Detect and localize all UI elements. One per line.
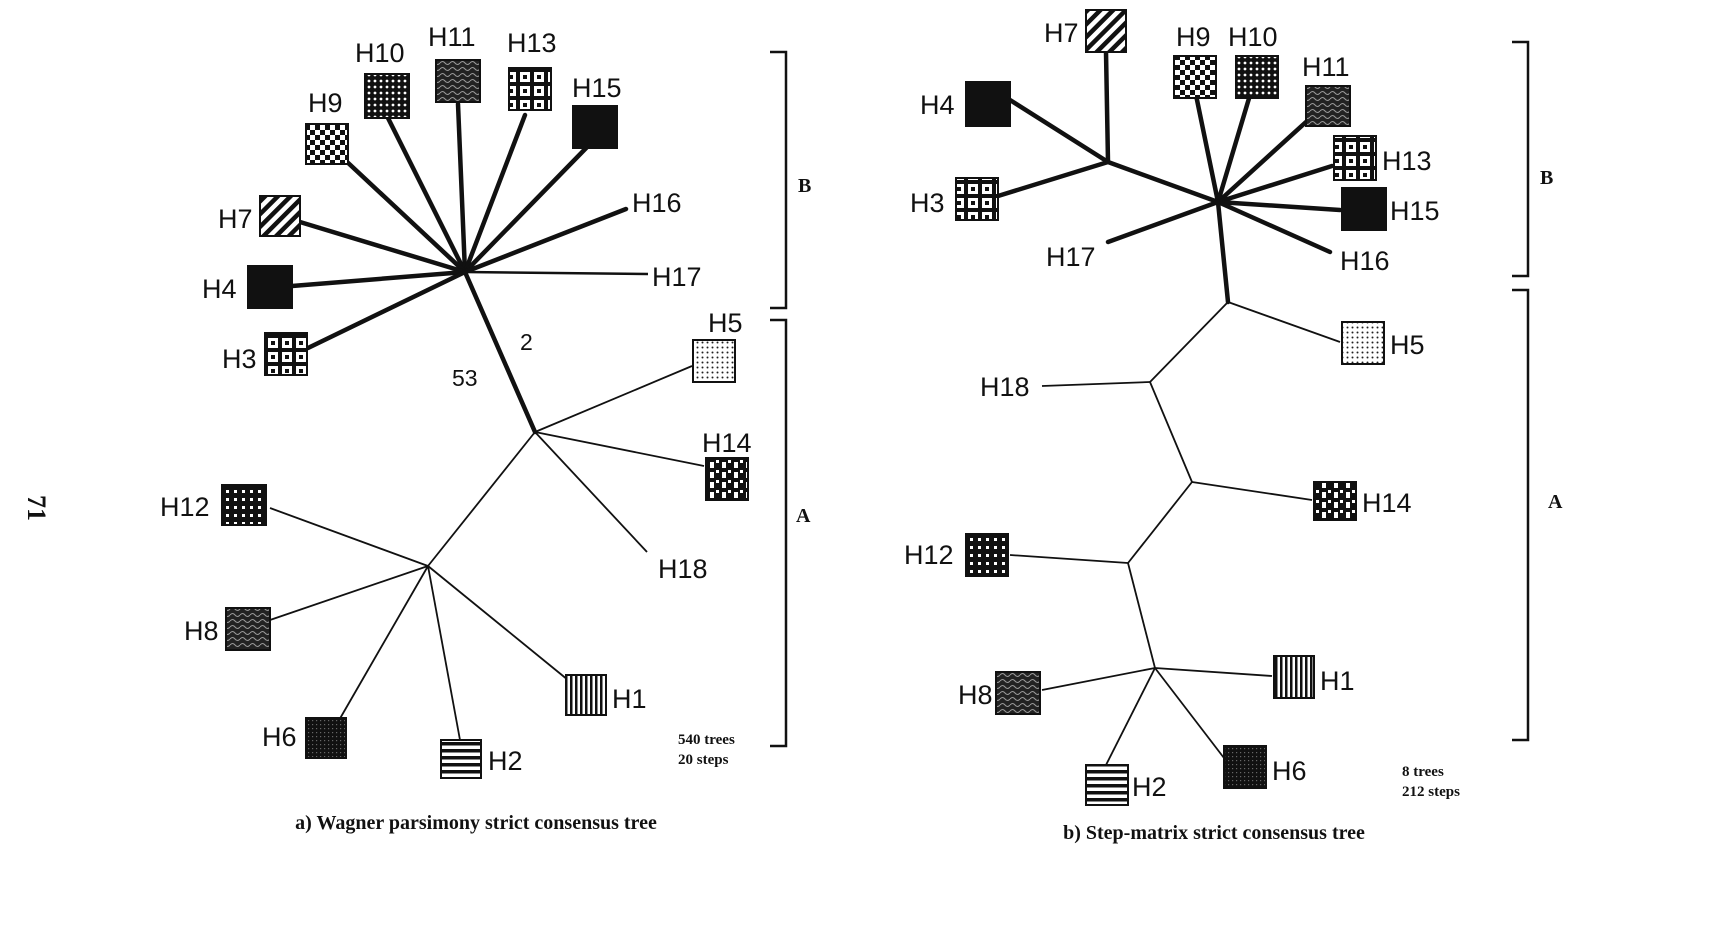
panel-b: H1 H2 H3 H4 H5 H6 H7 H8 H9 H10 H11 H12 H… xyxy=(904,9,1563,844)
branch-support-label: 2 xyxy=(520,329,533,355)
taxon-box-h3 xyxy=(264,332,308,376)
taxon-box-h1 xyxy=(565,674,607,716)
taxon-box-h4 xyxy=(247,265,293,309)
taxon-label-h15: H15 xyxy=(572,73,622,103)
taxon-label-h6-b: H6 xyxy=(1272,756,1307,786)
group-b-bracket-b xyxy=(1512,40,1530,278)
taxon-label-h1-b: H1 xyxy=(1320,666,1355,696)
taxon-label-h4-b: H4 xyxy=(920,90,955,120)
taxon-label-h12: H12 xyxy=(160,492,210,522)
stats-steps: 20 steps xyxy=(678,752,729,768)
taxon-label-h14-b: H14 xyxy=(1362,488,1412,518)
stats-trees: 540 trees xyxy=(678,732,735,748)
taxon-box-h3-b xyxy=(955,177,999,221)
taxon-box-h8-b xyxy=(995,671,1041,715)
taxon-label-h3: H3 xyxy=(222,344,257,374)
group-a-label-b: A xyxy=(1548,491,1563,513)
group-b-label: B xyxy=(798,175,811,197)
taxon-label-h10-b: H10 xyxy=(1228,22,1278,52)
taxon-label-h13-b: H13 xyxy=(1382,146,1432,176)
stats-trees-b: 8 trees xyxy=(1402,764,1444,780)
taxon-box-h8 xyxy=(225,607,271,651)
taxon-box-h11 xyxy=(435,59,481,103)
taxon-label-h5-b: H5 xyxy=(1390,330,1425,360)
taxon-box-h4-b xyxy=(965,81,1011,127)
panel-a-b-branches xyxy=(289,101,629,435)
taxon-box-h12 xyxy=(221,484,267,526)
stats-steps-b: 212 steps xyxy=(1402,784,1460,800)
panel-a: H1 H2 H3 H4 H5 H6 H7 H8 H9 H10 H11 H12 H… xyxy=(160,22,811,834)
panel-a-a-branches xyxy=(269,365,705,741)
taxon-box-h9 xyxy=(305,123,349,165)
taxon-box-h14-b xyxy=(1313,481,1357,521)
taxon-box-h13-b xyxy=(1333,135,1377,181)
taxon-label-h2: H2 xyxy=(488,746,523,776)
taxon-box-h15-b xyxy=(1341,187,1387,231)
taxon-box-h5 xyxy=(692,339,736,383)
taxon-box-h6 xyxy=(305,717,347,759)
taxon-label-h1: H1 xyxy=(612,684,647,714)
page-number: 71 xyxy=(22,495,51,521)
taxon-label-h2-b: H2 xyxy=(1132,772,1167,802)
taxon-label-h6: H6 xyxy=(262,722,297,752)
taxon-label-h5: H5 xyxy=(708,308,743,338)
panel-b-caption: b) Step-matrix strict consensus tree xyxy=(1063,822,1365,844)
panel-a-b-thin-branch xyxy=(464,270,649,276)
taxon-label-h18-b: H18 xyxy=(980,372,1030,402)
taxon-label-h11-b: H11 xyxy=(1302,52,1350,82)
taxon-box-h9-b xyxy=(1173,55,1217,99)
taxon-label-h4: H4 xyxy=(202,274,237,304)
taxon-label-h8-b: H8 xyxy=(958,680,993,710)
taxon-label-h7-b: H7 xyxy=(1044,18,1079,48)
branch-length-label: 53 xyxy=(452,365,478,391)
taxon-box-h15 xyxy=(572,105,618,149)
taxon-label-h10: H10 xyxy=(355,38,405,68)
taxon-box-h2 xyxy=(440,739,482,779)
taxon-box-h11-b xyxy=(1305,85,1351,127)
taxon-box-h10 xyxy=(364,73,410,119)
taxon-box-h5-b xyxy=(1341,321,1385,365)
panel-a-caption: a) Wagner parsimony strict consensus tre… xyxy=(295,812,657,834)
taxon-box-h14 xyxy=(705,457,749,501)
panel-b-a-branches xyxy=(1009,301,1341,766)
taxon-label-h7: H7 xyxy=(218,204,253,234)
taxon-box-h6-b xyxy=(1223,745,1267,789)
taxon-box-h7 xyxy=(259,195,301,237)
taxon-box-h2-b xyxy=(1085,764,1129,806)
taxon-label-h12-b: H12 xyxy=(904,540,954,570)
panel-b-b-branches xyxy=(995,49,1343,305)
taxon-label-h16-b: H16 xyxy=(1340,246,1390,276)
taxon-label-h17-b: H17 xyxy=(1046,242,1096,272)
taxon-label-h18: H18 xyxy=(658,554,708,584)
taxon-label-h13: H13 xyxy=(507,28,557,58)
taxon-label-h9: H9 xyxy=(308,88,343,118)
group-a-label: A xyxy=(796,505,811,527)
group-b-bracket xyxy=(770,50,788,310)
taxon-box-h10-b xyxy=(1235,55,1279,99)
group-a-bracket xyxy=(770,318,788,748)
taxon-label-h11: H11 xyxy=(428,22,476,52)
taxon-box-h7-b xyxy=(1085,9,1127,53)
taxon-box-h1-b xyxy=(1273,655,1315,699)
taxon-label-h3-b: H3 xyxy=(910,188,945,218)
taxon-label-h15-b: H15 xyxy=(1390,196,1440,226)
group-b-label-b: B xyxy=(1540,167,1553,189)
taxon-box-h13 xyxy=(508,67,552,111)
taxon-label-h14: H14 xyxy=(702,428,752,458)
group-a-bracket-b xyxy=(1512,288,1530,742)
taxon-box-h12-b xyxy=(965,533,1009,577)
taxon-label-h17: H17 xyxy=(652,262,702,292)
taxon-label-h16: H16 xyxy=(632,188,682,218)
taxon-label-h8: H8 xyxy=(184,616,219,646)
taxon-label-h9-b: H9 xyxy=(1176,22,1211,52)
